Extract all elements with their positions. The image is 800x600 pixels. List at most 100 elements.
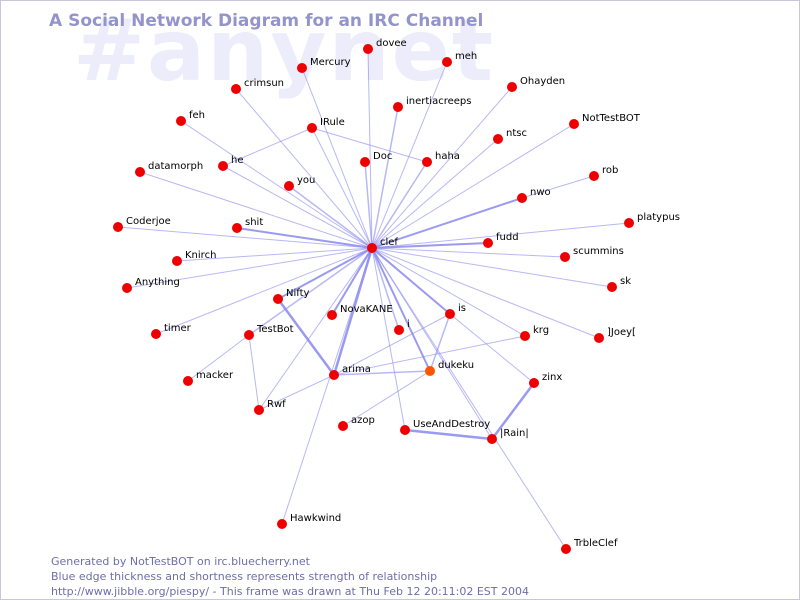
node-label: ]Joey[ — [607, 327, 636, 338]
edge-irule-haha — [311, 127, 428, 163]
node-mercury: Mercury — [297, 57, 351, 73]
edge-clef-crimsun — [235, 88, 373, 249]
node-label: TrbleClef — [573, 538, 618, 549]
node-label: macker — [196, 370, 234, 381]
edge-zinx-rain — [491, 382, 535, 440]
edge-clef-arima — [332, 247, 374, 376]
node-label: arima — [342, 364, 371, 375]
node-scummins: scummins — [560, 246, 624, 262]
node-dot — [254, 405, 264, 415]
node-krg: krg — [520, 325, 549, 341]
edge-clef-anything — [126, 247, 373, 289]
node-label: Rwf — [267, 399, 286, 410]
footer: Generated by NotTestBOT on irc.bluecherr… — [51, 554, 529, 599]
node-dot — [307, 123, 317, 133]
edges-layer — [117, 48, 630, 550]
edge-arima-rwf — [258, 374, 335, 411]
edge-clef-nottestbot — [371, 123, 575, 249]
node-dot — [297, 63, 307, 73]
node-label: crimsun — [244, 78, 284, 89]
node-dovee: dovee — [363, 38, 407, 54]
node-azop: azop — [338, 415, 375, 431]
node-dot — [363, 44, 373, 54]
edge-clef-dukeku — [371, 247, 431, 372]
node-he: he — [218, 155, 244, 171]
node-dot — [329, 370, 339, 380]
node-hawkwind: Hawkwind — [277, 513, 341, 529]
node-dot — [176, 116, 186, 126]
node-i: i — [394, 319, 410, 335]
edge-clef-testbot — [248, 247, 373, 336]
edge-clef-inertiacreeps — [371, 106, 399, 249]
node-label: shit — [245, 217, 263, 228]
edge-is-dukeku — [429, 313, 451, 372]
node-label: Knirch — [185, 250, 216, 261]
edge-clef-feh — [180, 120, 373, 249]
node-label: Anything — [135, 277, 180, 288]
node-label: NovaKANE — [340, 304, 393, 315]
edge-clef-meh — [371, 61, 448, 249]
node-dot — [507, 82, 517, 92]
node-doc: Doc — [360, 151, 392, 167]
node-feh: feh — [176, 110, 205, 126]
node-label: nwo — [530, 187, 551, 198]
node-label: inertiacreeps — [406, 96, 471, 107]
footer-legend-note: Blue edge thickness and shortness repres… — [51, 570, 438, 583]
node-label: dovee — [376, 38, 407, 49]
node-dot — [327, 310, 337, 320]
edge-clef-joey — [371, 247, 600, 339]
node-label: Ohayden — [520, 76, 565, 87]
node-novakane: NovaKANE — [327, 304, 393, 320]
edge-clef-i — [371, 247, 400, 331]
node-macker: macker — [183, 370, 234, 386]
node-label: UseAndDestroy — [413, 419, 490, 430]
node-label: Coderjoe — [126, 216, 171, 227]
node-anything: Anything — [122, 277, 180, 293]
footer-generated-by: Generated by NotTestBOT on irc.bluecherr… — [51, 555, 310, 568]
edge-clef-novakane — [331, 247, 373, 316]
node-rain: |Rain| — [487, 428, 529, 444]
node-dot — [594, 333, 604, 343]
node-dot — [560, 252, 570, 262]
node-label: scummins — [573, 246, 624, 257]
edge-clef-nifty — [277, 247, 373, 300]
node-dot — [113, 222, 123, 232]
edge-clef-sk — [371, 247, 613, 288]
edge-arima-is — [333, 313, 451, 376]
edge-testbot-macker — [187, 334, 250, 382]
diagram-title: A Social Network Diagram for an IRC Chan… — [49, 11, 484, 31]
node-label: sk — [620, 276, 631, 287]
node-coderjoe: Coderjoe — [113, 216, 171, 232]
channel-watermark: #anynet — [73, 1, 496, 101]
node-dot — [367, 243, 377, 253]
node-datamorph: datamorph — [135, 161, 203, 177]
node-dot — [183, 376, 193, 386]
node-trbleclef: TrbleClef — [561, 538, 618, 554]
edge-useanddestroy-rain — [404, 428, 493, 441]
node-dot — [244, 330, 254, 340]
node-label: haha — [435, 151, 460, 162]
node-dot — [607, 282, 617, 292]
node-dot — [442, 57, 452, 67]
node-dot — [624, 218, 634, 228]
node-shit: shit — [232, 217, 263, 233]
node-dot — [338, 421, 348, 431]
edge-irule-he — [222, 127, 313, 167]
node-dot — [277, 519, 287, 529]
node-dot — [273, 294, 283, 304]
node-label: i — [407, 319, 410, 330]
node-dot — [360, 157, 370, 167]
edge-clef-rwf — [258, 247, 373, 411]
node-inertiacreeps: inertiacreeps — [393, 96, 471, 112]
node-useanddestroy: UseAndDestroy — [400, 419, 490, 435]
node-label: IRule — [320, 117, 345, 128]
node-label: fudd — [496, 232, 519, 243]
node-crimsun: crimsun — [231, 78, 284, 94]
node-dot — [589, 171, 599, 181]
node-dot — [122, 283, 132, 293]
node-label: Hawkwind — [290, 513, 341, 524]
footer-frame-info: http://www.jibble.org/piespy/ - This fra… — [51, 585, 530, 598]
node-dukeku: dukeku — [425, 360, 474, 376]
node-dot — [151, 329, 161, 339]
node-knirch: Knirch — [172, 250, 216, 266]
